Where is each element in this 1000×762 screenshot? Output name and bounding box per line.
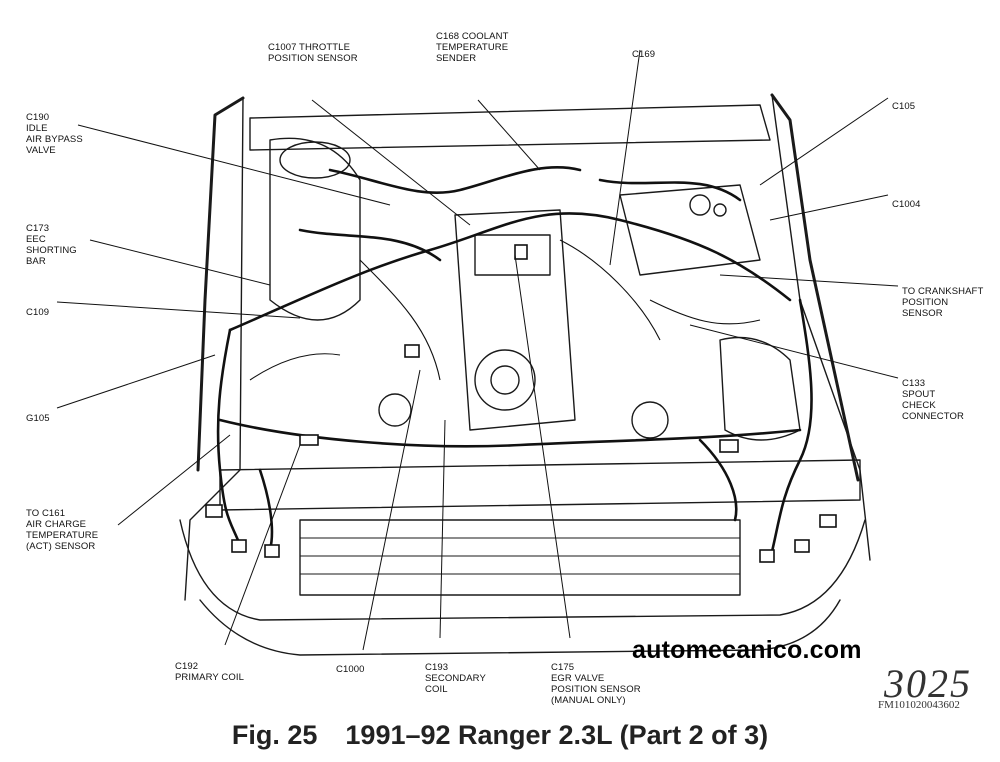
engine-block xyxy=(454,209,576,431)
radiator-support xyxy=(219,459,861,511)
hood-rod-left xyxy=(196,96,245,472)
harness-main xyxy=(228,212,792,332)
label-c1004: C1004 xyxy=(892,199,921,210)
left-fender xyxy=(184,97,244,601)
right-fender xyxy=(771,94,871,561)
label-c169: C169 xyxy=(632,49,656,60)
hood-rod-right xyxy=(770,93,860,482)
figure-title: 1991–92 Ranger 2.3L (Part 2 of 3) xyxy=(345,720,769,750)
label-c109: C109 xyxy=(26,307,50,318)
air-cleaner xyxy=(269,137,361,321)
label-g105: G105 xyxy=(26,413,50,424)
label-c1000: C1000 xyxy=(336,664,365,675)
grille xyxy=(299,519,741,596)
reservoir xyxy=(719,336,801,441)
stamp-number: 3025 xyxy=(884,661,972,706)
label-c105: C105 xyxy=(892,101,916,112)
figure-number: Fig. 25 xyxy=(231,720,318,750)
figure-caption: Fig. 25 1991–92 Ranger 2.3L (Part 2 of 3) xyxy=(0,720,1000,751)
image-code: FM101020043602 xyxy=(878,699,960,711)
watermark-site: automecanico.com xyxy=(632,636,862,664)
front-bumper xyxy=(179,519,866,621)
harness-left xyxy=(216,328,242,547)
harness-right xyxy=(768,298,813,562)
engine-compartment-diagram xyxy=(56,49,899,656)
battery xyxy=(619,184,761,276)
firewall xyxy=(249,104,771,151)
